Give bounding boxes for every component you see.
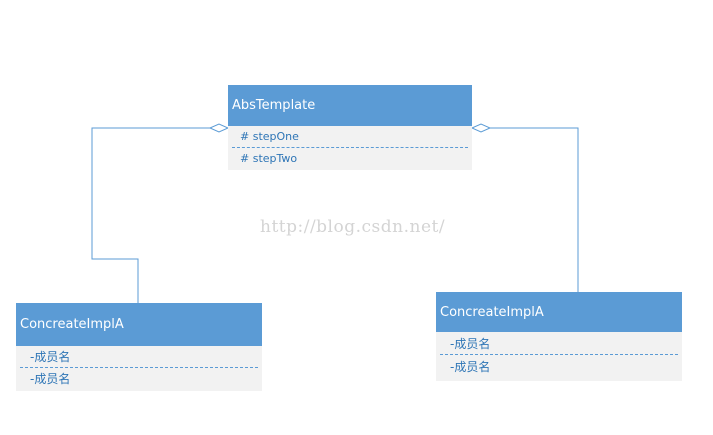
member-divider xyxy=(20,367,258,368)
member-divider xyxy=(232,147,468,148)
class-concreate-impl-right[interactable]: ConcreateImplA -成员名 -成员名 xyxy=(436,292,682,381)
class-abs-template[interactable]: AbsTemplate # stepOne # stepTwo xyxy=(228,85,472,170)
member-step-two: # stepTwo xyxy=(240,152,298,165)
member-field: -成员名 xyxy=(30,350,71,364)
member-field: -成员名 xyxy=(450,359,491,374)
aggregation-line-right xyxy=(490,127,579,292)
aggregation-diamond-left xyxy=(208,123,230,133)
class-name: ConcreateImplA xyxy=(16,303,262,346)
class-concreate-impl-left[interactable]: ConcreateImplA -成员名 -成员名 xyxy=(16,303,262,391)
aggregation-diamond-right xyxy=(470,123,492,133)
member-step-one: # stepOne xyxy=(240,130,299,143)
aggregation-line-left xyxy=(91,127,210,303)
class-name: AbsTemplate xyxy=(228,85,472,126)
class-name: ConcreateImplA xyxy=(436,292,682,332)
class-members: -成员名 -成员名 xyxy=(16,346,262,389)
class-members: # stepOne # stepTwo xyxy=(228,126,472,169)
member-field: -成员名 xyxy=(450,336,491,351)
member-divider xyxy=(440,354,678,355)
watermark-url: http://blog.csdn.net/ xyxy=(260,217,446,237)
class-members: -成员名 -成员名 xyxy=(436,332,682,377)
member-field: -成员名 xyxy=(30,372,71,386)
